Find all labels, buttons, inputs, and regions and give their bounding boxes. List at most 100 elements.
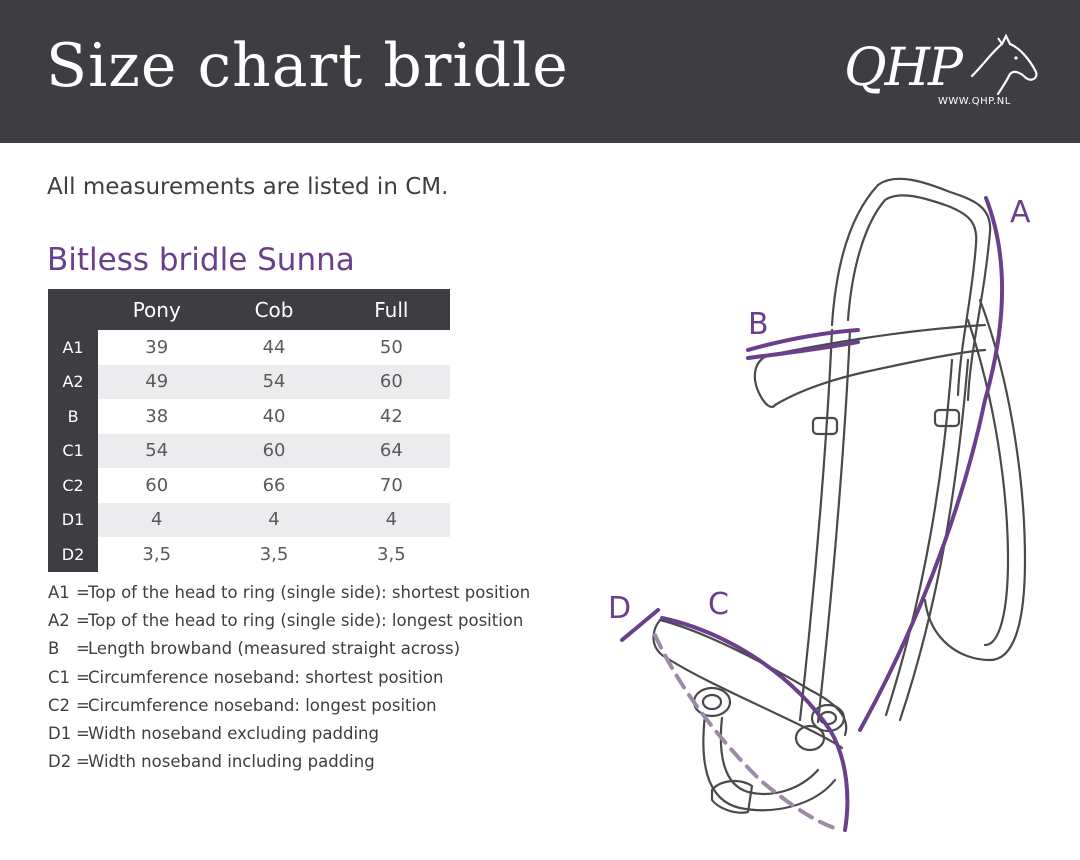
- page-title: Size chart bridle: [46, 31, 569, 101]
- legend-item: C2 = Circumference noseband: longest pos…: [48, 691, 530, 719]
- table-row: C1 54 60 64: [48, 433, 450, 468]
- browband-lower: [773, 348, 987, 407]
- table-cell: 64: [332, 433, 450, 468]
- bridle-outline: [652, 177, 1027, 814]
- column-header: Pony: [98, 289, 216, 330]
- header-bar: Size chart bridle QHP WWW.QHP.NL: [0, 0, 1080, 143]
- row-header: D2: [48, 537, 99, 572]
- measurement-b-line-2: [746, 340, 860, 360]
- legend-equals: =: [76, 610, 90, 630]
- crownpiece-inner: [846, 194, 978, 397]
- size-table: Pony Cob Full A1 39 44 50 A2 49 54 60 B …: [48, 289, 450, 572]
- legend-description: Top of the head to ring (single side): s…: [88, 582, 531, 602]
- throatlatch-inner: [966, 318, 1010, 647]
- cheekpiece-right-inner: [884, 358, 954, 717]
- legend-code: A2: [48, 610, 70, 630]
- browband-end: [758, 393, 777, 409]
- legend-equals: =: [76, 582, 90, 602]
- table-cell: 66: [215, 468, 333, 503]
- measurement-a-line: [858, 196, 1005, 732]
- diagram-label-d: D: [608, 591, 631, 626]
- legend-code: A1: [48, 582, 70, 602]
- table-row: A2 49 54 60: [48, 364, 450, 399]
- row-header: D1: [48, 502, 99, 537]
- legend-item: A2 = Top of the head to ring (single sid…: [48, 606, 530, 634]
- chin-pad: [710, 780, 754, 814]
- table-cell: 60: [332, 364, 450, 399]
- diagram-label-b: B: [748, 307, 769, 342]
- table-cell: 38: [98, 399, 216, 434]
- legend-description: Length browband (measured straight acros…: [88, 639, 461, 659]
- table-cell: 54: [98, 433, 216, 468]
- legend-item: C1 = Circumference noseband: shortest po…: [48, 663, 530, 691]
- table-cell: 4: [215, 502, 333, 537]
- table-cell: 70: [332, 468, 450, 503]
- table-header-row: Pony Cob Full: [48, 289, 450, 330]
- measurement-c-dashed-line: [653, 633, 842, 832]
- measurement-b-line: [746, 328, 860, 352]
- row-header: A1: [48, 330, 99, 365]
- legend-equals: =: [76, 667, 90, 687]
- measurement-lines: [620, 196, 1005, 832]
- column-header: Cob: [215, 289, 333, 330]
- table-row: D2 3,5 3,5 3,5: [48, 537, 450, 572]
- table-cell: 50: [332, 330, 450, 365]
- noseband-bottom: [652, 618, 844, 750]
- legend-equals: =: [76, 639, 90, 659]
- cheek-keeper-right: [933, 408, 961, 428]
- table-cell: 4: [332, 502, 450, 537]
- row-header: C1: [48, 433, 99, 468]
- table-cell: 3,5: [98, 537, 216, 572]
- table-cell: 42: [332, 399, 450, 434]
- table-cell: 44: [215, 330, 333, 365]
- row-header: B: [48, 399, 99, 434]
- legend-equals: =: [76, 752, 90, 772]
- table-row: B 38 40 42: [48, 399, 450, 434]
- diagram-label-a: A: [1010, 195, 1031, 230]
- cheek-keeper-left: [811, 416, 839, 436]
- table-cell: 49: [98, 364, 216, 399]
- product-title: Bitless bridle Sunna: [47, 242, 355, 278]
- table-cell: 3,5: [215, 537, 333, 572]
- table-cell: 40: [215, 399, 333, 434]
- column-header: Full: [332, 289, 450, 330]
- table-cell: 3,5: [332, 537, 450, 572]
- measurement-legend: A1 = Top of the head to ring (single sid…: [48, 578, 530, 776]
- legend-description: Width noseband excluding padding: [88, 724, 379, 744]
- legend-description: Top of the head to ring (single side): l…: [88, 610, 524, 630]
- ring-lower: [794, 724, 826, 752]
- throatlatch-outline: [923, 298, 1027, 662]
- diagram-label-c: C: [708, 587, 729, 622]
- table-cell: 60: [98, 468, 216, 503]
- cheekpiece-left-outer: [798, 328, 834, 722]
- logo-wordmark: QHP: [844, 38, 963, 98]
- legend-code: C1: [48, 667, 71, 687]
- chinstrap-outer: [702, 713, 837, 812]
- table-corner: [48, 289, 99, 330]
- measurement-note: All measurements are listed in CM.: [47, 174, 449, 200]
- bridle-diagram: A B C D: [608, 177, 1031, 832]
- legend-code: B: [48, 639, 60, 659]
- qhp-logo: QHP WWW.QHP.NL: [840, 30, 1045, 115]
- legend-code: C2: [48, 695, 71, 715]
- crownpiece-outline: [830, 177, 992, 402]
- table-cell: 60: [215, 433, 333, 468]
- cheekpiece-left-inner: [816, 328, 852, 724]
- legend-equals: =: [76, 695, 90, 715]
- table-cell: 54: [215, 364, 333, 399]
- row-header: C2: [48, 468, 99, 503]
- legend-equals: =: [76, 724, 90, 744]
- ring-right: [810, 703, 846, 733]
- legend-item: B = Length browband (measured straight a…: [48, 635, 530, 663]
- legend-description: Width noseband including padding: [88, 752, 375, 772]
- table-cell: 39: [98, 330, 216, 365]
- legend-item: D2 = Width noseband including padding: [48, 748, 530, 776]
- legend-item: D1 = Width noseband excluding padding: [48, 719, 530, 747]
- measurement-d-line: [620, 608, 660, 642]
- table-row: D1 4 4 4: [48, 502, 450, 537]
- legend-description: Circumference noseband: shortest positio…: [88, 667, 444, 687]
- legend-item: A1 = Top of the head to ring (single sid…: [48, 578, 530, 606]
- ring-left-inner: [701, 693, 723, 711]
- legend-description: Circumference noseband: longest position: [88, 695, 437, 715]
- measurement-c-line: [660, 616, 850, 832]
